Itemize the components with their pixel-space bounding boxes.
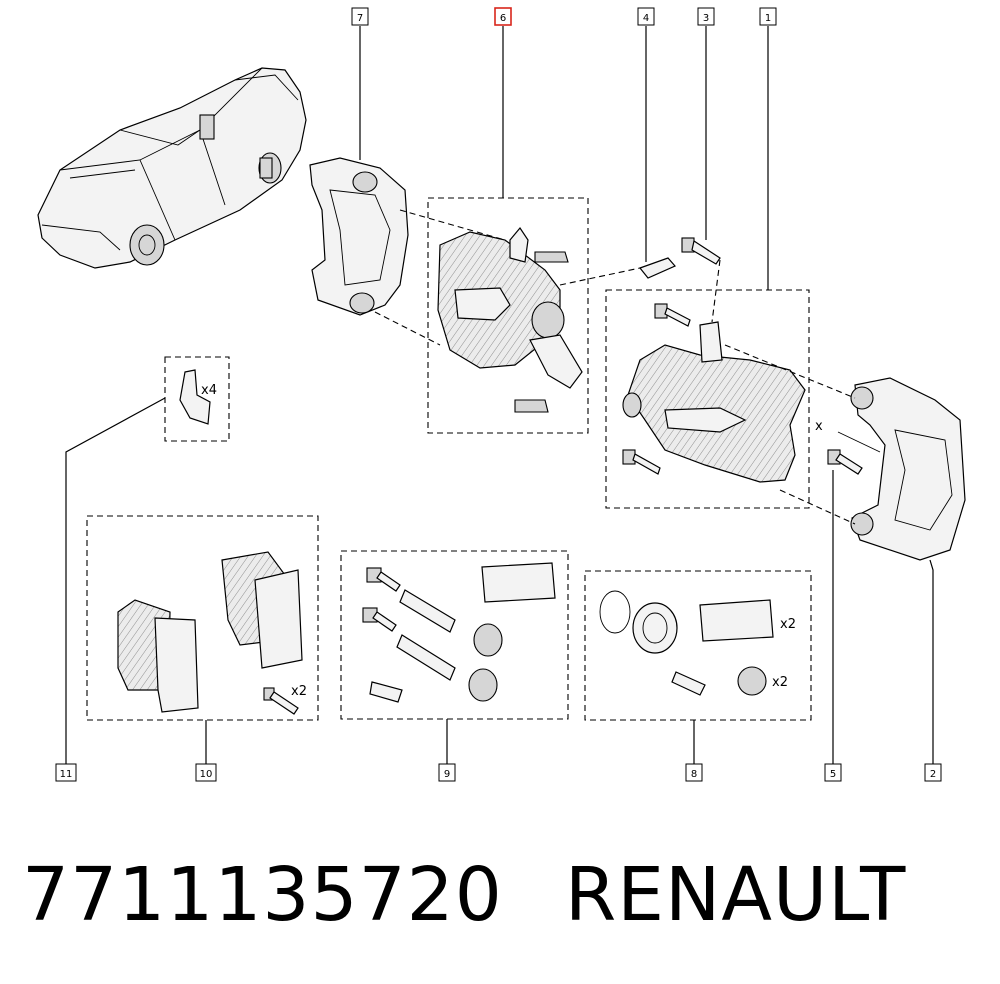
clip-qty-label: x4 [201,383,217,398]
caliper-bracket-part-7 [309,157,409,316]
bleed-screw-part-4 [639,257,676,279]
callout-7-label: 7 [357,13,363,24]
callout-11[interactable]: 11 [55,763,77,782]
callout-8-label: 8 [691,769,697,780]
part-number: 7711135720 [22,852,503,938]
callout-4-label: 4 [643,13,649,24]
bolt-part-5 [827,449,863,475]
callout-1-label: 1 [765,13,771,24]
callout-7[interactable]: 7 [351,7,369,26]
clip-part-11 [164,356,230,442]
vehicle-illustration [37,67,307,269]
axis-marker-label: x [815,419,823,434]
callout-9[interactable]: 9 [438,763,456,782]
callout-11-label: 11 [60,769,73,780]
part-number-caption: 7711135720 RENAULT [22,852,906,938]
boot-qty-label: x2 [772,675,788,690]
callout-1[interactable]: 1 [759,7,777,26]
caliper-complete-part-1 [605,289,810,509]
callout-10-label: 10 [200,769,213,780]
callout-3-label: 3 [703,13,709,24]
brand-name: RENAULT [564,852,907,938]
callout-5[interactable]: 5 [824,763,842,782]
seal-kit-part-8 [584,570,812,721]
guide-pin-kit-part-9 [340,550,569,720]
brake-pad-set-part-10 [86,515,319,721]
callout-6[interactable]: 6 [494,7,512,26]
callout-2[interactable]: 2 [924,763,942,782]
callout-2-label: 2 [930,769,936,780]
caliper-bracket-part-2 [850,377,966,561]
caliper-assembly-part-6 [427,197,589,434]
callout-9-label: 9 [444,769,450,780]
callout-10[interactable]: 10 [195,763,217,782]
callout-5-label: 5 [830,769,836,780]
bolt-part-3 [681,237,721,265]
callout-6-label: 6 [500,13,506,24]
pad-bolt-qty-label: x2 [291,684,307,699]
callout-4[interactable]: 4 [637,7,655,26]
callout-3[interactable]: 3 [697,7,715,26]
callout-8[interactable]: 8 [685,763,703,782]
leader-lines [65,26,934,764]
grease-qty-label: x2 [780,617,796,632]
